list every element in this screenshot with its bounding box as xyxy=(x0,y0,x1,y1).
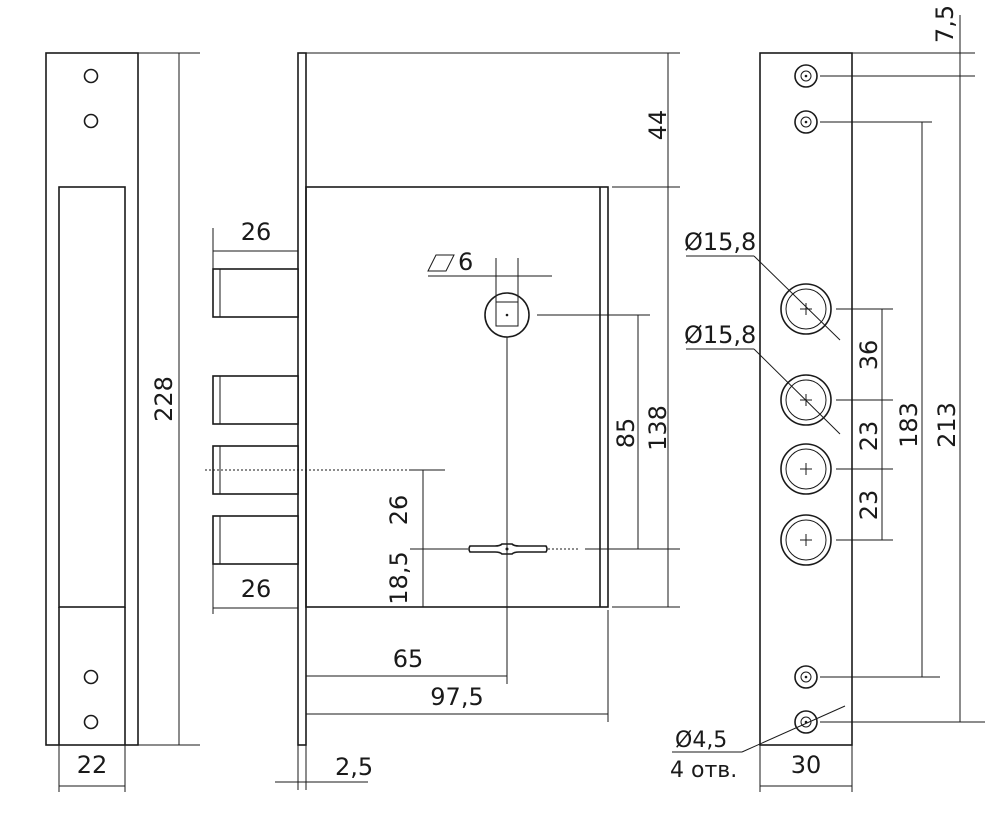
dim-bolt-pitch-2: 23 xyxy=(855,421,883,452)
bolt-1 xyxy=(212,268,299,318)
dim-bolt-throw-top: 26 xyxy=(241,218,272,246)
dim-top-offset-right: 7,5 xyxy=(931,5,959,43)
faceplate-outline xyxy=(759,52,853,746)
bolt-hole-icon xyxy=(780,514,832,566)
dim-spindle-keyhole: 85 xyxy=(612,418,640,449)
spindle-square-icon xyxy=(495,301,519,327)
right-faceplate: Ø15,8 Ø15,8 36 23 23 183 213 7,5 Ø4,5 4 … xyxy=(670,5,985,792)
dim-strike-width: 22 xyxy=(77,751,108,779)
screw-hole-icon xyxy=(794,710,818,734)
dim-screw-spacing: 183 xyxy=(895,402,923,448)
bolt-4 xyxy=(212,515,299,565)
strike-plate-outline xyxy=(45,52,139,746)
dim-keyhole-spacing: 26 xyxy=(385,495,413,526)
dim-keyhole-bottom: 18,5 xyxy=(385,551,413,604)
bolt-hole-icon xyxy=(780,283,832,335)
screw-hole-icon xyxy=(83,669,99,685)
dim-faceplate-width: 30 xyxy=(791,751,822,779)
keyhole-icon xyxy=(468,543,548,555)
left-strike-plate: 228 22 xyxy=(45,52,200,792)
screw-hole-icon xyxy=(794,110,818,134)
screw-hole-icon xyxy=(794,665,818,689)
dim-bolt-throw-bottom: 26 xyxy=(241,575,272,603)
dim-bolt-pitch-1: 36 xyxy=(855,340,883,371)
screw-hole-icon xyxy=(83,113,99,129)
bolt-2 xyxy=(212,375,299,425)
dim-bolt-diameter-1: Ø15,8 xyxy=(684,228,756,256)
dim-faceplate-thickness: 2,5 xyxy=(335,753,373,781)
dim-backset: 65 xyxy=(393,645,424,673)
screw-hole-icon xyxy=(83,68,99,84)
lock-body: 44 138 85 6 26 26 26 18,5 65 97,5 xyxy=(205,52,680,790)
strike-plate-bolt-slot xyxy=(58,186,126,608)
dim-screw-diameter: Ø4,5 xyxy=(675,728,727,753)
dim-case-width: 97,5 xyxy=(430,683,483,711)
square-symbol-icon xyxy=(427,254,455,272)
lock-faceplate xyxy=(297,52,307,746)
bolt-hole-icon xyxy=(780,374,832,426)
screw-hole-icon xyxy=(794,64,818,88)
dim-bolt-pitch-3: 23 xyxy=(855,490,883,521)
bolt-hole-icon xyxy=(780,443,832,495)
dim-strike-height: 228 xyxy=(150,376,178,422)
dim-screw-count: 4 отв. xyxy=(670,758,737,783)
dim-case-height: 138 xyxy=(644,405,672,451)
dim-bolt-diameter-2: Ø15,8 xyxy=(684,321,756,349)
screw-hole-icon xyxy=(83,714,99,730)
dim-top-offset: 44 xyxy=(644,110,672,141)
dim-overall-height: 213 xyxy=(933,402,961,448)
lock-case xyxy=(305,186,609,608)
dim-spindle-square: 6 xyxy=(458,248,473,276)
